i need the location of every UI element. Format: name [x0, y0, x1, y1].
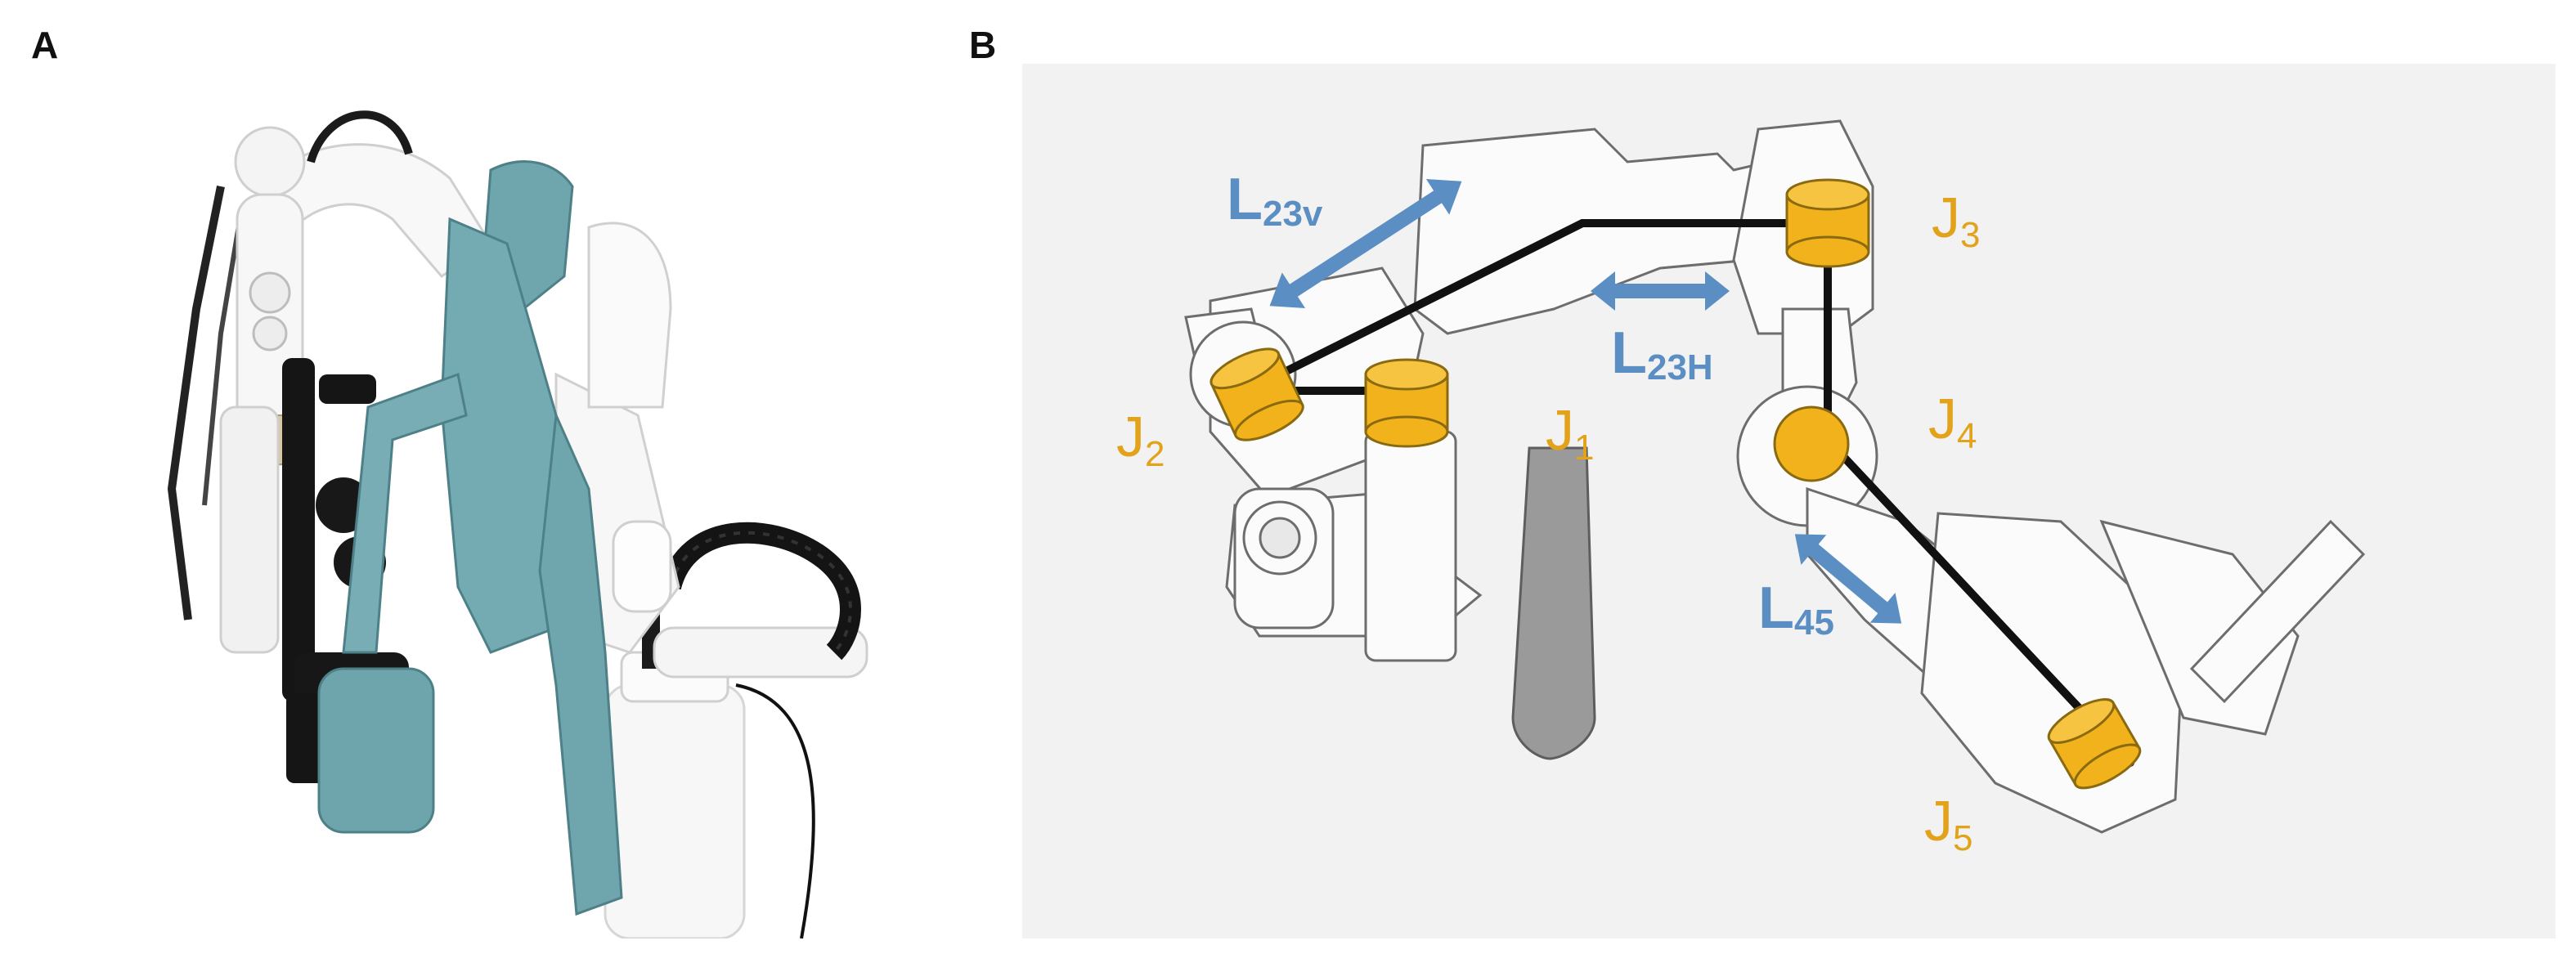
- joint-j2-cylinder: [1209, 347, 1304, 441]
- upper-arm-segment: [167, 110, 493, 620]
- link-j2-j3-diagonal: [1243, 219, 1586, 395]
- joint-j1-cylinder: [1364, 358, 1449, 448]
- joint-j3-cylinder: [1785, 178, 1870, 268]
- panel-a-label: A: [31, 24, 59, 66]
- label-l23v: L23v: [1227, 167, 1323, 234]
- schematic-svg: J1 J2 J3 J4 J5 L23v L23H L45: [1116, 119, 2366, 858]
- joint-schematic: J1 J2 J3 J4 J5 L23v L23H L45: [1022, 64, 2556, 938]
- shoulder-arm: [653, 522, 868, 679]
- label-l23h: L23H: [1611, 320, 1713, 387]
- label-l45: L45: [1758, 576, 1834, 643]
- arrow-l23v: [1269, 179, 1462, 308]
- joint-j5-cylinder: [2047, 698, 2142, 790]
- arrow-l45: [1794, 534, 1902, 624]
- joint-j4-disc: [1773, 405, 1850, 482]
- vest-straps: [317, 160, 623, 916]
- label-j3: J3: [1932, 186, 1980, 255]
- exoskeleton-illustration: [167, 110, 868, 938]
- dimension-arrows: [1269, 179, 1902, 624]
- panel-b-label: B: [969, 24, 997, 66]
- label-j2: J2: [1116, 405, 1165, 474]
- joint-cylinders: [1209, 178, 2142, 790]
- arrow-l23h: [1591, 271, 1730, 311]
- label-j5: J5: [1924, 789, 1972, 858]
- label-j1: J1: [1546, 398, 1594, 468]
- label-j4: J4: [1928, 387, 1977, 456]
- machine-outline: [1184, 119, 2366, 834]
- exoskeleton-photo: [98, 64, 900, 938]
